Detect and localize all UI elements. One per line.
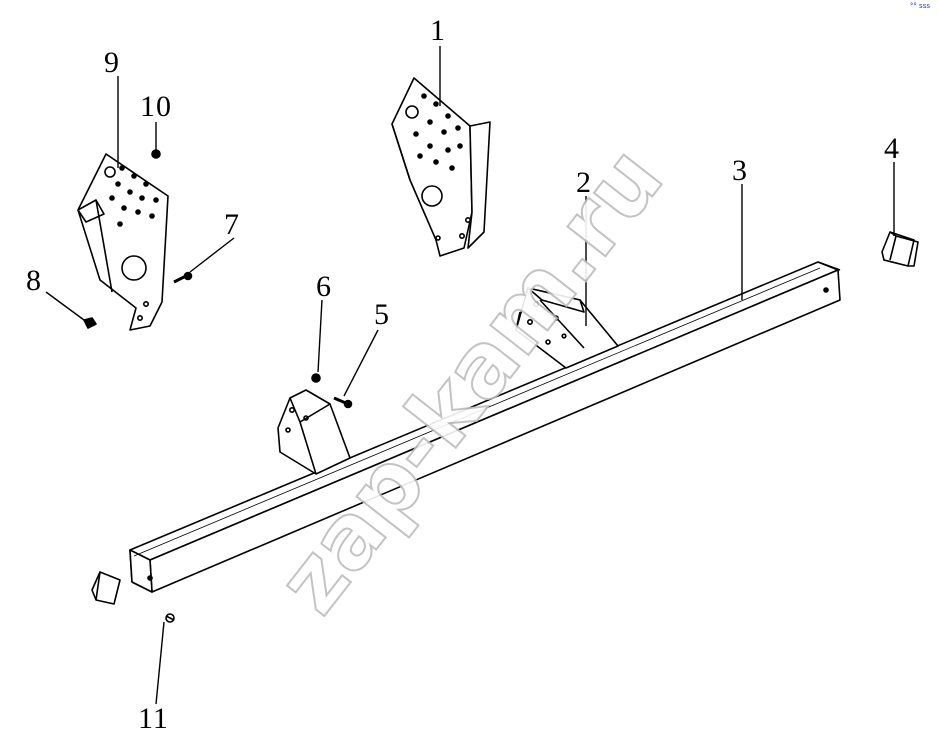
nut-10 bbox=[151, 149, 161, 159]
callout-9: 9 bbox=[104, 46, 120, 79]
callout-8: 8 bbox=[26, 264, 42, 297]
nut-6 bbox=[311, 373, 321, 383]
corner-mark: °° sss bbox=[909, 2, 930, 10]
callout-3: 3 bbox=[732, 154, 748, 187]
end-cap-right bbox=[881, 231, 919, 267]
left-bracket bbox=[277, 389, 351, 475]
crossbar-tube bbox=[129, 261, 841, 593]
callout-11: 11 bbox=[138, 702, 169, 735]
callout-7: 7 bbox=[224, 208, 240, 241]
main-bracket bbox=[391, 77, 491, 257]
middle-bracket bbox=[515, 287, 619, 369]
callout-1: 1 bbox=[430, 14, 446, 47]
bolt-7 bbox=[173, 271, 193, 284]
side-bracket bbox=[77, 153, 169, 331]
callout-5: 5 bbox=[374, 298, 390, 331]
bolt-5 bbox=[333, 396, 353, 409]
nut-8 bbox=[83, 317, 97, 329]
leader-lines bbox=[45, 46, 895, 705]
callout-4: 4 bbox=[884, 132, 900, 165]
end-cap-left bbox=[91, 571, 121, 605]
bolt-11 bbox=[165, 613, 175, 623]
callout-6: 6 bbox=[316, 270, 332, 303]
callout-10: 10 bbox=[140, 90, 172, 123]
callout-2: 2 bbox=[576, 166, 592, 199]
